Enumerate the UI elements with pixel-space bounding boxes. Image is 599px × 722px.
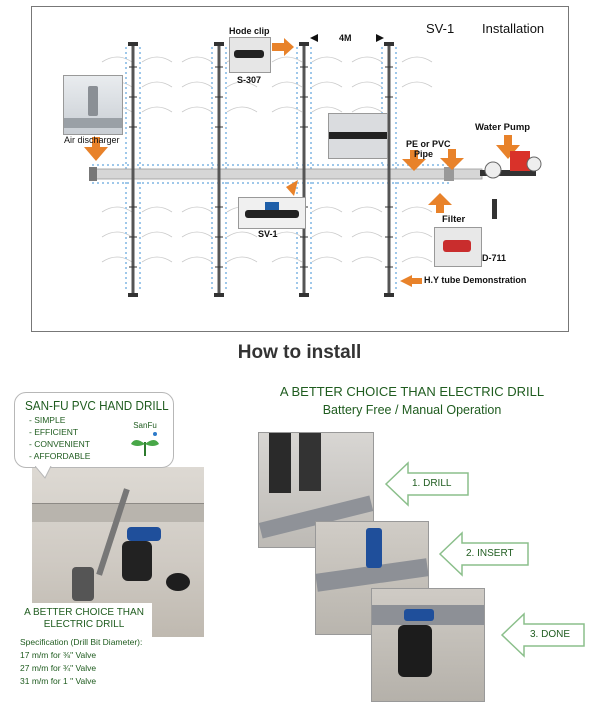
- step2-arrow: [438, 531, 529, 577]
- spec-title-line1: A BETTER CHOICE THAN: [24, 607, 144, 618]
- pipe-end-cap: [89, 167, 97, 181]
- step1-label: 1. DRILL: [412, 478, 452, 489]
- pipe-connector: [444, 167, 454, 181]
- irrigation-layout-drawing: [84, 34, 542, 297]
- installation-title: Installation: [482, 21, 545, 36]
- hose-clip-photo: [229, 37, 271, 73]
- spray-arcs: [101, 56, 433, 263]
- spacing-arrows: [310, 34, 384, 42]
- callout-tail: [35, 466, 52, 479]
- pipe-label-line1: PE or PVC: [406, 139, 451, 149]
- hose-clip-label: Hode clip: [229, 26, 270, 36]
- filter-photo: [434, 227, 482, 267]
- filter-code: D-711: [482, 253, 507, 263]
- section-title: How to install: [237, 342, 362, 363]
- main-pipe: [91, 168, 483, 180]
- spec-line-31mm: 31 m/m for 1 " Valve: [20, 676, 97, 686]
- bullet-simple: - SIMPLE: [29, 415, 66, 425]
- right-title: A BETTER CHOICE THAN ELECTRIC DRILL: [279, 384, 545, 399]
- spec-heading: Specification (Drill Bit Diameter):: [20, 637, 143, 647]
- orange-arrows: [84, 38, 520, 287]
- hose-clip-code: S-307: [237, 75, 262, 85]
- step3-arrow: [500, 612, 585, 658]
- right-subtitle: Battery Free / Manual Operation: [322, 403, 502, 417]
- bullet-affordable: - AFFORDABLE: [29, 451, 91, 461]
- sv1-valve-label: SV-1: [258, 229, 278, 239]
- step1-arrow: [384, 461, 469, 507]
- callout-title: SAN-FU PVC HAND DRILL: [25, 398, 169, 413]
- bullet-efficient: - EFFICIENT: [29, 427, 79, 437]
- sanfu-logo: SanFu: [125, 421, 165, 461]
- air-discharger-label: Air discharger: [64, 135, 120, 145]
- spec-title-line2: ELECTRIC DRILL: [43, 619, 125, 630]
- tube-ticks: [129, 66, 393, 268]
- spec-line-17mm: 17 m/m for ⅜" Valve: [20, 650, 97, 660]
- plant-logo-icon: [131, 432, 159, 456]
- filter-label: Filter: [442, 214, 466, 225]
- spec-box: A BETTER CHOICE THAN ELECTRIC DRILL Spec…: [16, 603, 152, 721]
- spec-line-27mm: 27 m/m for ¾" Valve: [20, 663, 97, 673]
- sv1-valve-photo: [238, 197, 306, 229]
- step2-label: 2. INSERT: [466, 548, 514, 559]
- tube-end-plugs: [128, 42, 394, 297]
- sanfu-logo-text: SanFu: [133, 421, 157, 430]
- step3-photo: [371, 588, 485, 702]
- tube-connection-photo: [328, 113, 388, 159]
- water-flow-dots: [92, 47, 452, 292]
- step3-label: 3. DONE: [530, 629, 571, 640]
- sv1-title: SV-1: [426, 21, 455, 36]
- bullet-convenient: - CONVENIENT: [29, 439, 90, 449]
- spec-title: A BETTER CHOICE THAN ELECTRIC DRILL: [16, 607, 152, 631]
- water-pump-graphic: [480, 151, 542, 219]
- hy-tubes: [131, 45, 391, 295]
- hand-drill-callout: SAN-FU PVC HAND DRILL - SIMPLE - EFFICIE…: [14, 392, 174, 479]
- installation-diagram: SV-1 Installation Hode clip S-307 4M Air…: [31, 6, 569, 332]
- pipe-label-line2: Pipe: [414, 149, 434, 159]
- hy-tube-label: H.Y tube Demonstration: [424, 275, 527, 285]
- spacing-label: 4M: [339, 33, 352, 43]
- water-pump-label: Water Pump: [475, 122, 531, 133]
- air-discharger-photo: [63, 75, 123, 135]
